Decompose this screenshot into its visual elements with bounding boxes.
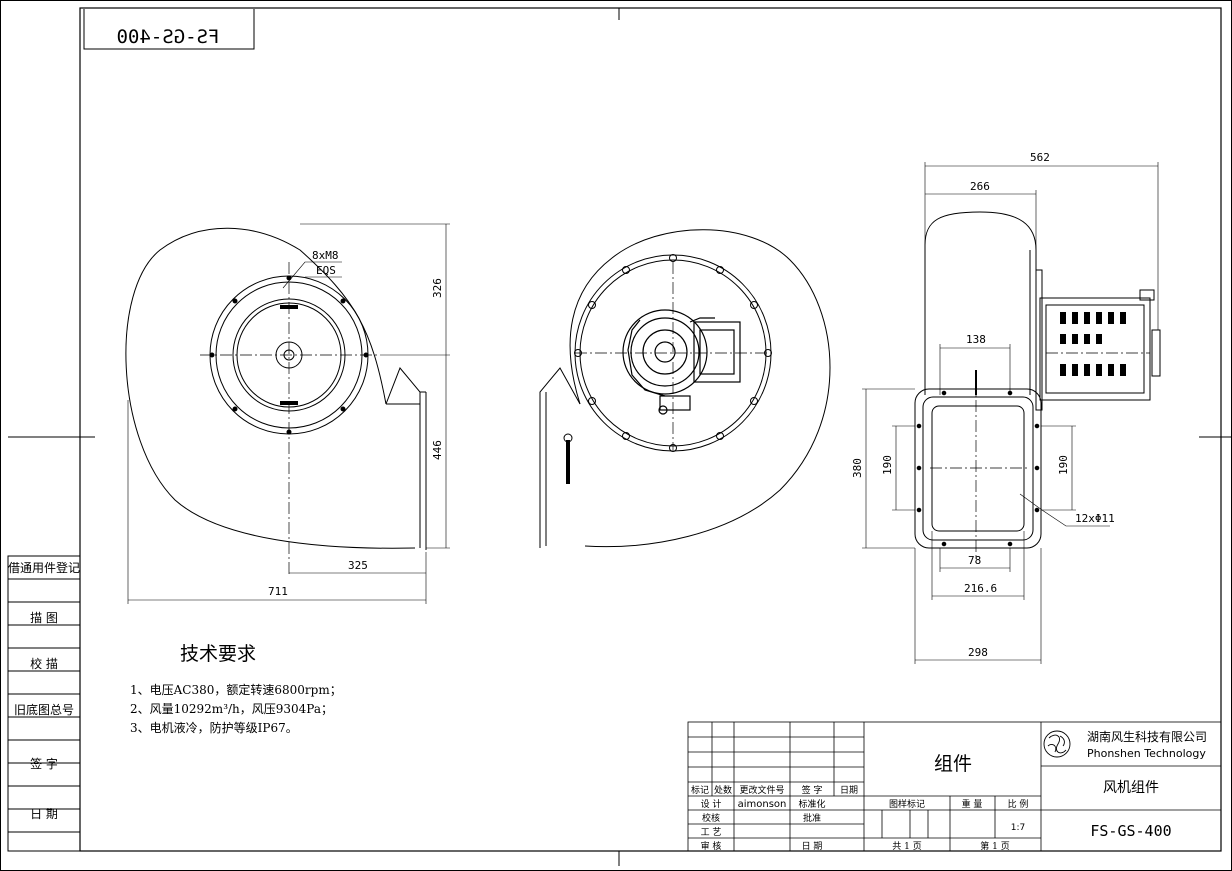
rear-motor-block <box>622 309 741 415</box>
mirrored-drawing-code: FS-GS-400 <box>117 26 220 48</box>
designer-name: aimonson <box>738 799 787 810</box>
page-number: 第 1 页 <box>980 840 1009 852</box>
side-motor <box>1035 269 1161 411</box>
approval: 批准 <box>803 812 821 824</box>
row-process: 工 艺 <box>701 827 722 838</box>
drawing-code: FS-GS-400 <box>1090 822 1171 840</box>
assembly-title: 组件 <box>934 753 972 775</box>
front-dim-326: 326 <box>431 278 444 298</box>
mirrored-code-box: FS-GS-400 <box>83 9 255 50</box>
side-dim-298: 298 <box>968 646 988 659</box>
side-dim-138: 138 <box>966 333 986 346</box>
date-label: 日 期 <box>802 841 823 852</box>
standardization: 标准化 <box>798 798 825 810</box>
scale-header: 比 例 <box>1008 798 1029 810</box>
tech-line-2: 2、风量10292m³/h，风压9304Pa； <box>130 702 333 716</box>
side-dim-190-left: 190 <box>881 455 894 475</box>
row-check: 校核 <box>702 812 720 824</box>
rev-header-sign: 签 字 <box>802 784 823 796</box>
side-dim-266: 266 <box>970 180 990 193</box>
reg-label-date: 日 期 <box>30 807 58 821</box>
tech-line-1: 1、电压AC380，额定转速6800rpm； <box>130 682 342 697</box>
mark-header: 图样标记 <box>889 798 925 810</box>
front-view: 8xM8 EQS 326 446 325 711 <box>125 223 450 604</box>
registration-column: 借通用件登记 描 图 校 描 旧底图总号 签 字 日 期 <box>7 555 81 852</box>
technical-requirements: 技术要求 1、电压AC380，额定转速6800rpm； 2、风量10292m³/… <box>130 643 342 735</box>
row-design: 设 计 <box>701 798 722 810</box>
rev-header-count: 处数 <box>714 784 732 796</box>
row-review: 审 核 <box>701 840 722 852</box>
side-view: 562 266 138 380 190 190 12xΦ11 78 216.6 … <box>851 151 1161 664</box>
front-dim-325: 325 <box>348 559 368 572</box>
front-dim-711: 711 <box>268 585 288 598</box>
rear-view <box>539 229 831 548</box>
side-dim-562: 562 <box>1030 151 1050 164</box>
scale-value: 1:7 <box>1011 823 1025 833</box>
side-dim-78: 78 <box>968 554 981 567</box>
tech-title: 技术要求 <box>180 643 256 665</box>
side-dim-380: 380 <box>851 458 864 478</box>
rev-header-mark: 标记 <box>691 784 709 796</box>
tech-line-3: 3、电机液冷，防护等级IP67。 <box>130 720 298 735</box>
side-holes-callout: 12xΦ11 <box>1075 512 1115 525</box>
front-eqs-callout: EQS <box>316 264 336 277</box>
reg-label-tracing: 描 图 <box>30 611 58 625</box>
title-block: 标记 处数 更改文件号 签 字 日期 设 计 aimonson 标准化 校核 批… <box>687 721 1222 852</box>
company-name-cn: 湖南风生科技有限公司 <box>1087 729 1207 744</box>
part-name: 风机组件 <box>1103 780 1159 796</box>
rev-header-date: 日期 <box>840 785 858 796</box>
rev-header-doc: 更改文件号 <box>739 784 784 796</box>
reg-label-proof: 校 描 <box>30 656 58 671</box>
front-holes-callout: 8xM8 <box>312 249 339 262</box>
reg-label-signature: 签 字 <box>30 756 58 771</box>
front-dim-446: 446 <box>431 440 444 460</box>
side-flange-holes <box>916 390 1040 547</box>
reg-label-common-parts: 借通用件登记 <box>8 560 80 575</box>
weight-header: 重 量 <box>962 798 983 810</box>
total-pages: 共 1 页 <box>892 841 921 852</box>
company-logo-icon <box>1043 730 1071 758</box>
side-dim-216-6: 216.6 <box>964 582 997 595</box>
reg-label-old-number: 旧底图总号 <box>14 702 74 717</box>
company-name-en: Phonshen Technology <box>1087 747 1206 760</box>
side-dim-190-right: 190 <box>1057 455 1070 475</box>
